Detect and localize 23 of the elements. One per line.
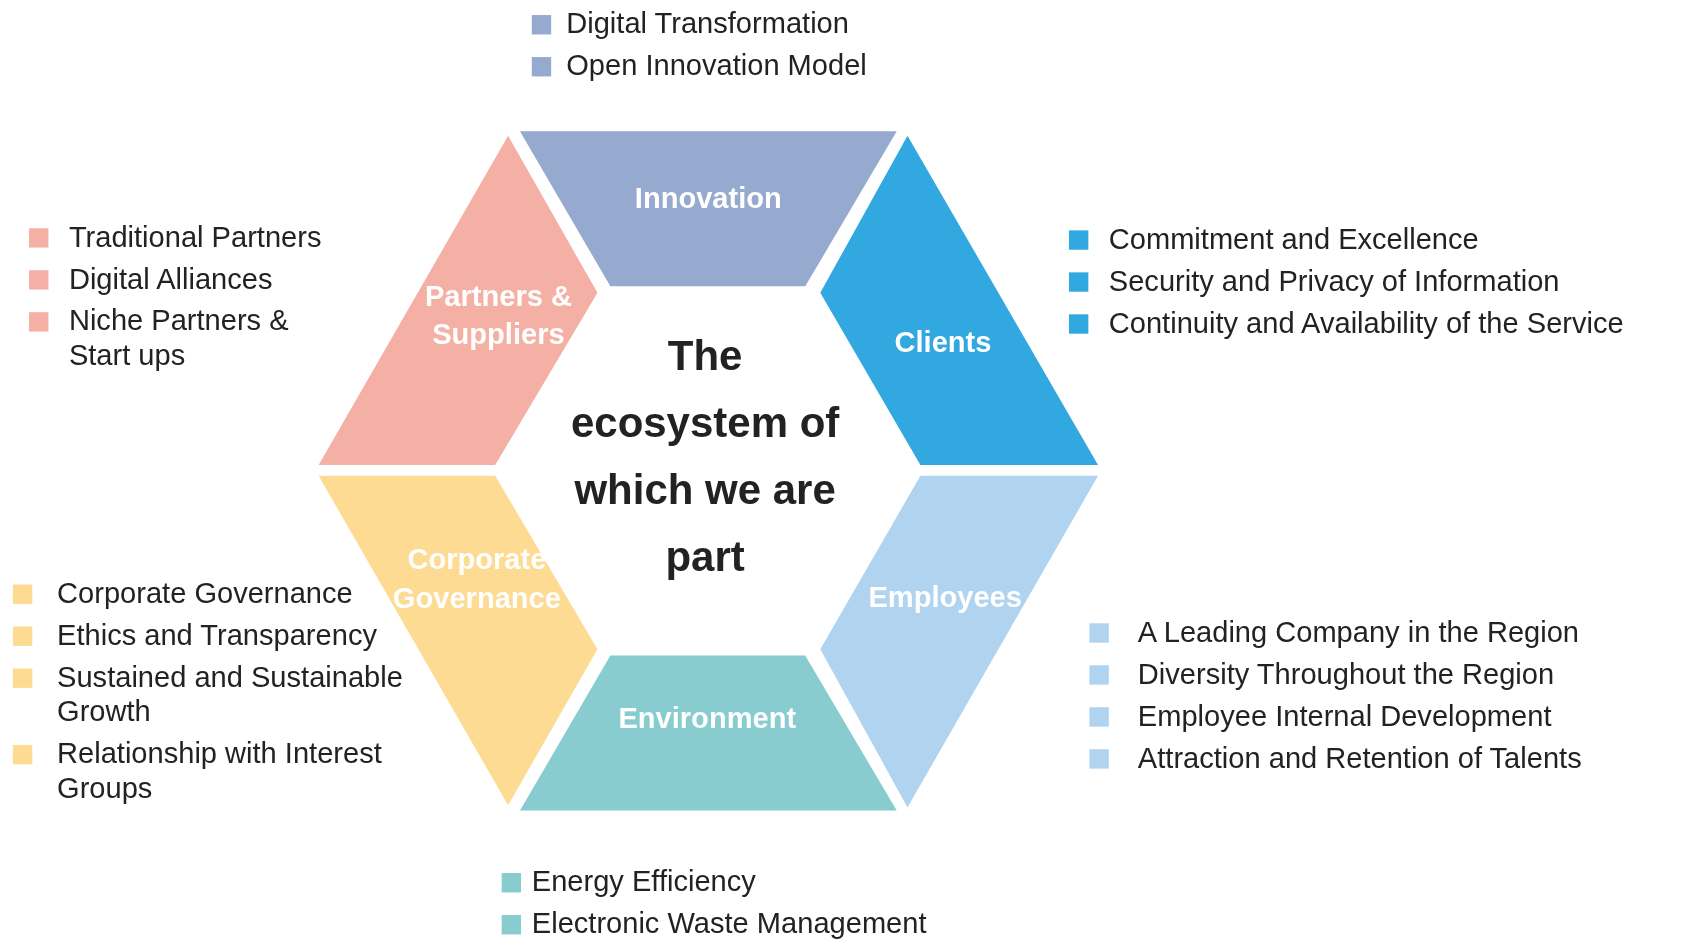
list-item: Digital Alliances	[68, 261, 273, 297]
segment-label: Corporate Governance	[391, 542, 562, 617]
list-item: Energy Efficiency	[531, 864, 756, 899]
list-item: Traditional Partners	[68, 219, 322, 255]
list-item: Commitment and Excellence	[1108, 221, 1479, 257]
list-item: A Leading Company in the Region	[1137, 614, 1579, 650]
list-item: Open Innovation Model	[566, 48, 867, 83]
list-item: Diversity Throughout the Region	[1137, 656, 1555, 692]
list-item: Employee Internal Development	[1137, 698, 1552, 734]
list-item: Attraction and Retention of Talents	[1137, 740, 1582, 776]
list-item: Relationship with Interest Groups	[57, 736, 383, 806]
segment-label: Innovation	[634, 180, 782, 217]
list-item: Sustained and Sustainable Growth	[57, 659, 404, 729]
list-item: Continuity and Availability of the Service	[1108, 305, 1624, 341]
list-item: Corporate Governance	[57, 576, 353, 611]
segment-label: Employees	[868, 580, 1022, 616]
list-item: Security and Privacy of Information	[1108, 263, 1560, 299]
list-item: Ethics and Transparency	[57, 618, 377, 653]
list-item: Digital Transformation	[566, 6, 849, 41]
list-item: Electronic Waste Management	[531, 906, 927, 941]
segment-label: Environment	[618, 700, 797, 737]
list-item: Niche Partners & Start ups	[68, 303, 290, 373]
segment-label: Clients	[894, 325, 992, 361]
